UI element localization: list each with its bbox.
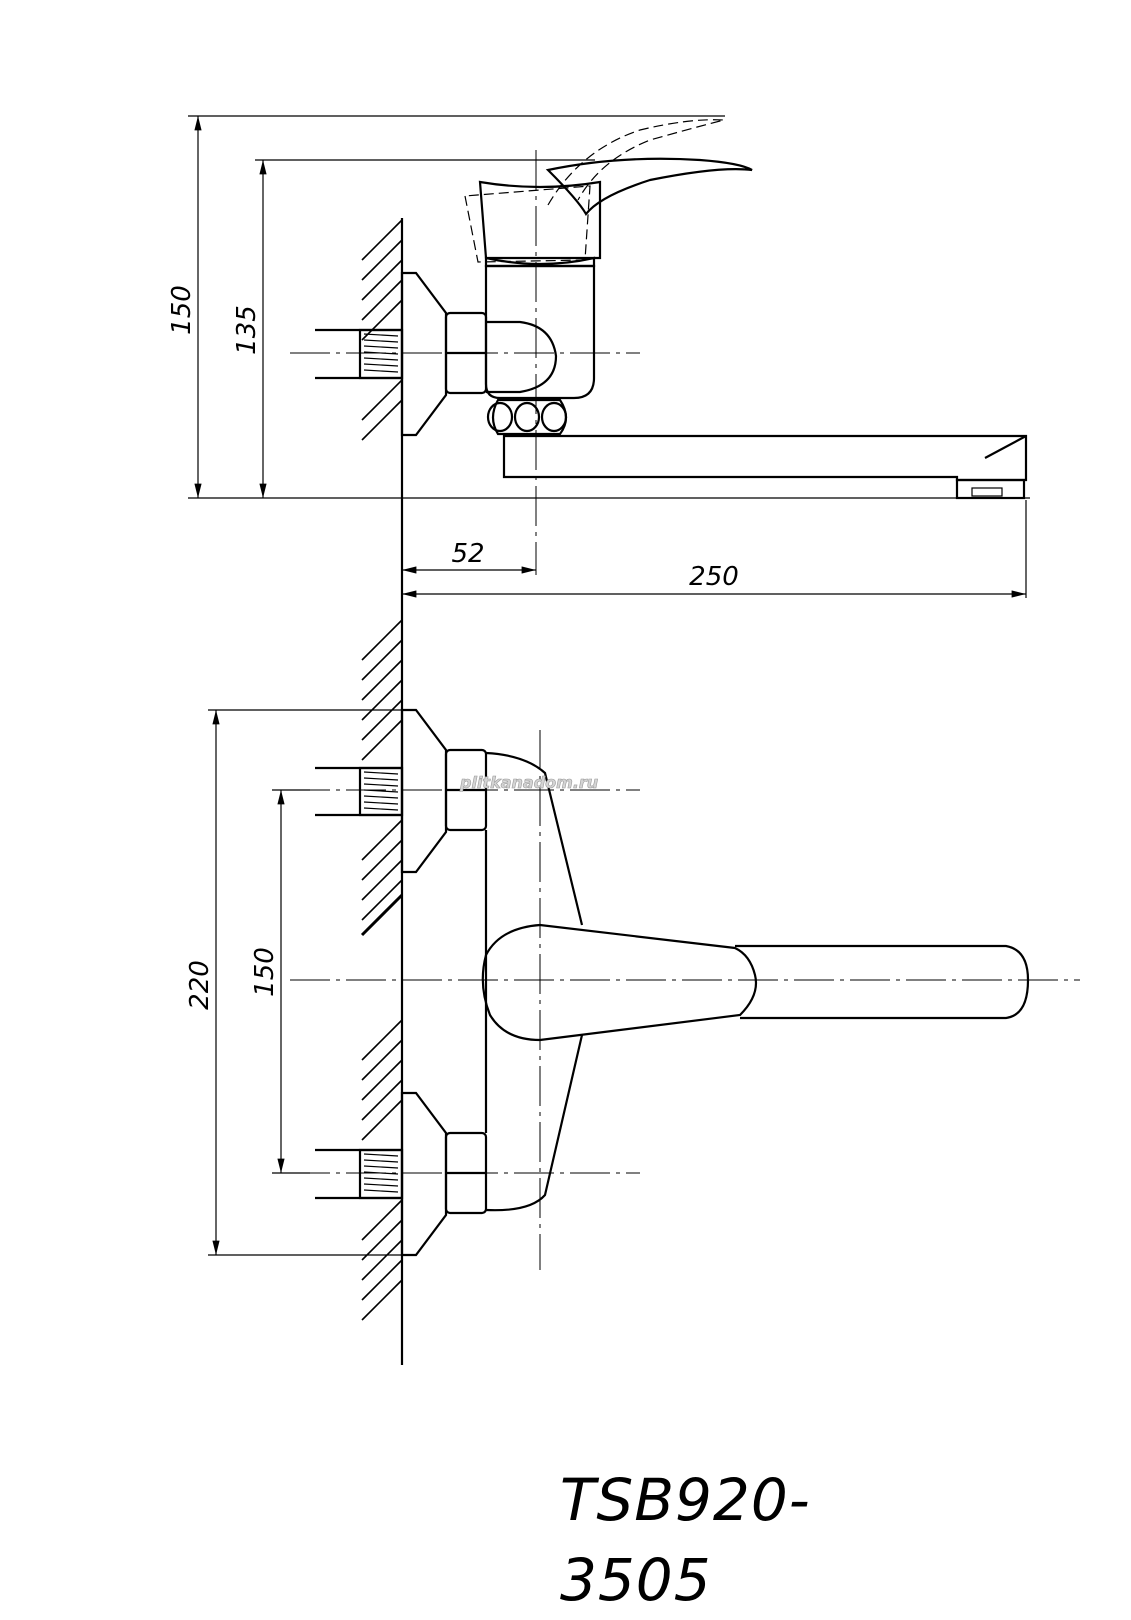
dim-label-52: 52 — [451, 539, 484, 569]
wall-hatching-upper — [361, 219, 403, 441]
dim-inlet-spacing — [272, 789, 310, 1174]
dim-front-height — [208, 709, 402, 1256]
inlet-lower — [315, 1091, 488, 1257]
model-code-label: TSB920-3505 — [560, 1466, 811, 1614]
dim-label-135: 135 — [232, 305, 262, 355]
escutcheon-side — [400, 271, 448, 437]
lever-front — [481, 923, 1030, 1042]
inlet-upper — [315, 708, 488, 874]
watermark: plitkanadom.ru — [459, 773, 598, 792]
dim-label-220: 220 — [185, 960, 215, 1010]
dim-label-250: 250 — [689, 562, 739, 592]
front-view: 220 150 plitkanadom.ru — [185, 619, 1080, 1321]
wall-pipe-side — [315, 328, 404, 380]
mixer-body-front — [484, 751, 584, 1212]
mixer-body-side — [484, 256, 596, 400]
diverter-ring-side — [486, 398, 568, 436]
dim-side-height-spout — [255, 159, 595, 498]
lever-side — [464, 119, 753, 263]
dim-side-height-total — [188, 115, 1030, 499]
dim-spout-reach — [402, 500, 1027, 598]
dim-label-150-front: 150 — [250, 947, 280, 997]
spout-side — [502, 434, 1028, 500]
wall-hatching-lower — [360, 619, 404, 1321]
side-view: 150 135 52 250 — [167, 115, 1030, 1365]
dim-label-150-side: 150 — [167, 285, 197, 335]
